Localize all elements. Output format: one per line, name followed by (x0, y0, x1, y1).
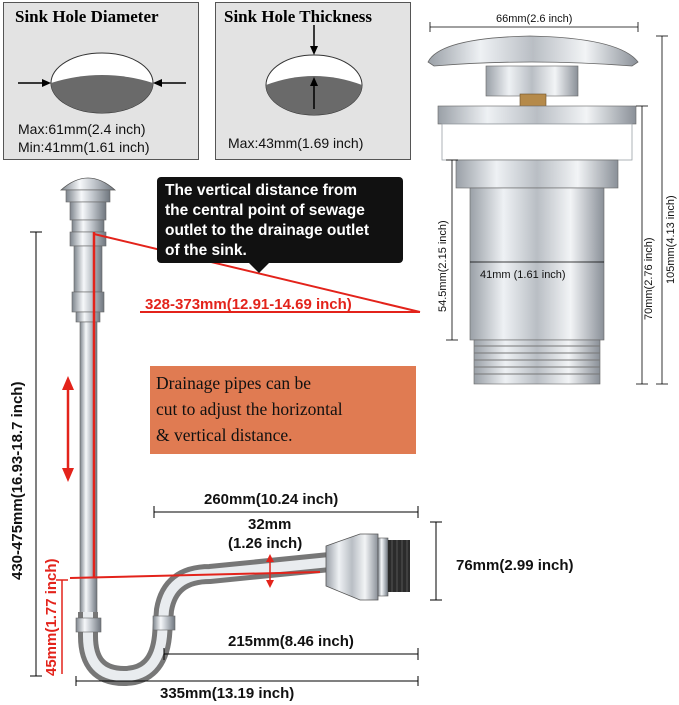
label-height-76: 76mm(2.99 inch) (456, 557, 574, 574)
diameter-min: Min:41mm(1.61 inch) (18, 139, 150, 155)
callout-line-1: The vertical distance from (165, 182, 358, 199)
label-bottom-45: 45mm(1.77 inch) (43, 558, 60, 676)
label-body-height: 54.5mm(2.15 inch) (437, 220, 449, 312)
label-body-width: 41mm (1.61 inch) (480, 269, 566, 281)
diameter-max: Max:61mm(2.4 inch) (18, 121, 146, 137)
label-height-105: 105mm(4.13 inch) (665, 195, 677, 284)
label-cap-width: 66mm(2.6 inch) (496, 13, 572, 25)
label-width-260: 260mm(10.24 inch) (204, 491, 338, 508)
sink-hole-thickness-panel: Sink Hole Thickness Max:43mm(1.69 inch) (215, 2, 411, 160)
diameter-hole-icon (18, 52, 186, 114)
callout-line-3: outlet to the drainage outlet (165, 222, 370, 239)
valve-cap (427, 35, 639, 67)
vertical-distance-callout: The vertical distance from the central p… (157, 177, 403, 273)
seal-washer (441, 123, 633, 161)
callout-line-2: the central point of sewage (165, 202, 365, 219)
valve-thread (473, 339, 601, 385)
sink-hole-diameter-panel: Sink Hole Diameter Max:61mm(2.4 inch) Mi… (3, 2, 199, 160)
label-vertical-range: 328-373mm(12.91-14.69 inch) (145, 296, 352, 313)
wall-flange (325, 533, 379, 601)
label-width-335: 335mm(13.19 inch) (160, 685, 294, 702)
label-pipe-32: 32mm (248, 516, 291, 533)
cut-pipes-note: Drainage pipes can be cut to adjust the … (150, 366, 416, 454)
diameter-title: Sink Hole Diameter (15, 7, 159, 26)
label-width-215: 215mm(8.46 inch) (228, 633, 354, 650)
note-line-2: cut to adjust the horizontal (156, 399, 343, 419)
note-line-3: & vertical distance. (156, 425, 293, 445)
popup-cap (59, 177, 117, 191)
thickness-hole-icon (265, 25, 363, 116)
note-line-1: Drainage pipes can be (156, 373, 311, 393)
callout-line-4: of the sink. (165, 242, 247, 259)
label-pipe-32-inch: (1.26 inch) (228, 535, 302, 552)
p-trap (78, 552, 331, 687)
label-height-70: 70mm(2.76 inch) (643, 237, 655, 320)
thickness-max: Max:43mm(1.69 inch) (228, 135, 364, 151)
thickness-title: Sink Hole Thickness (224, 7, 373, 26)
threaded-outlet (388, 540, 410, 592)
label-total-height: 430-475mm(16.93-18.7 inch) (9, 382, 26, 580)
valve-body (469, 187, 605, 341)
